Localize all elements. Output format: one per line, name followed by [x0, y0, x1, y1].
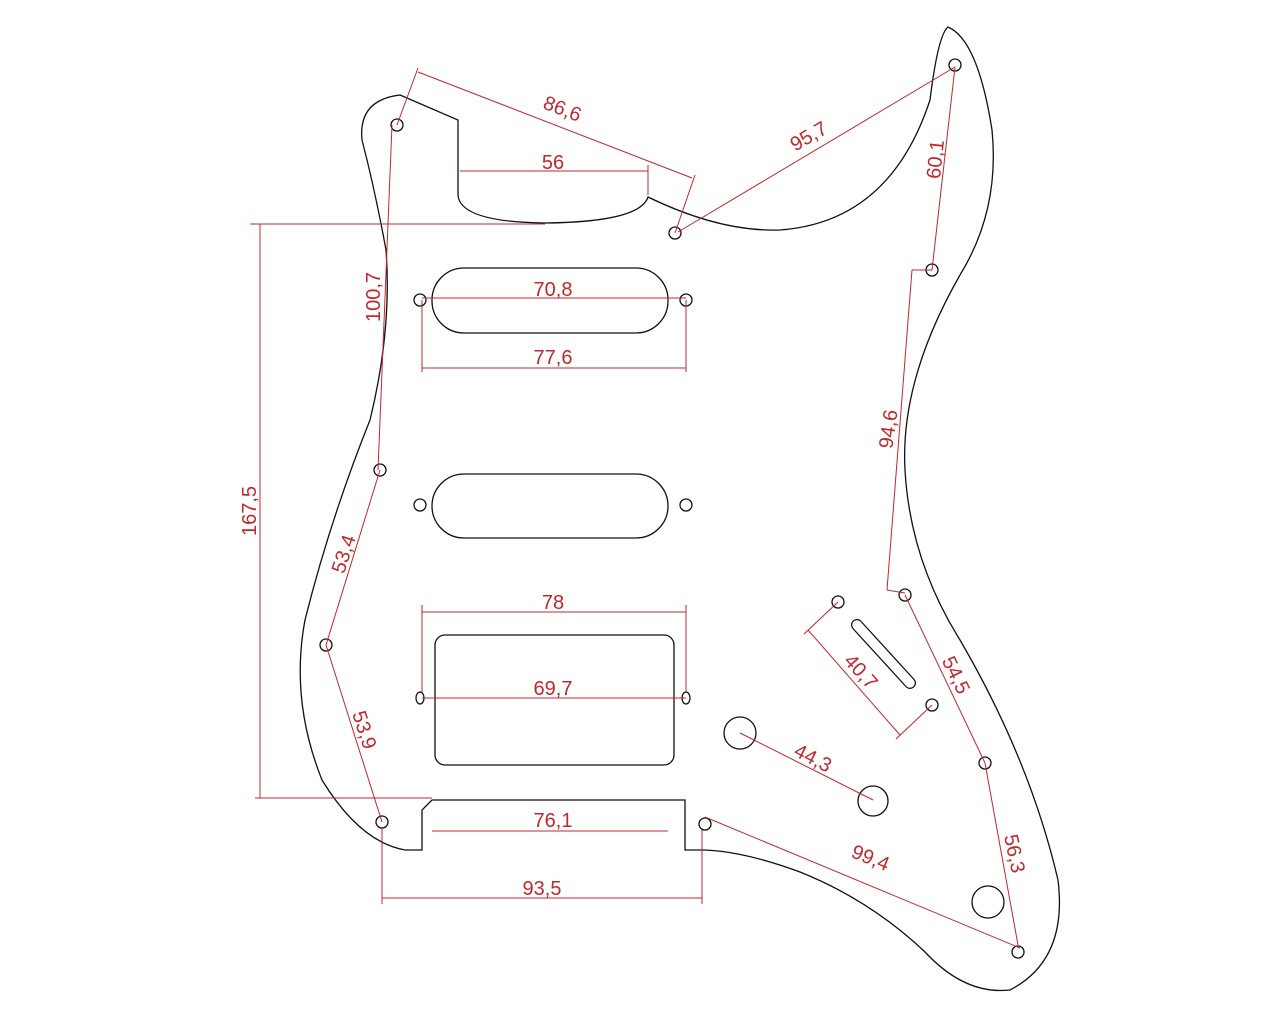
pickguard-outline: [299, 26, 1061, 992]
screw-hole: [898, 588, 912, 602]
screw-hole: [978, 756, 992, 770]
screw-hole: [925, 698, 939, 712]
neck-pickup-cutout: [431, 267, 669, 334]
screw-hole: [413, 498, 427, 512]
dim-label-95-7: 95,7: [787, 118, 832, 157]
dim-label-76-1: 76,1: [534, 810, 573, 832]
screw-hole: [413, 293, 427, 307]
screw-hole: [1011, 945, 1025, 959]
dim-label-53-4: 53,4: [328, 532, 361, 576]
screw-hole: [679, 498, 693, 512]
screw-hole: [373, 463, 387, 477]
screw-hole: [668, 226, 682, 240]
dim-label-93-5: 93,5: [523, 878, 562, 900]
dimension-lines: [250, 66, 1021, 949]
dim-label-44-3: 44,3: [790, 740, 835, 777]
volume-pot-hole: [723, 716, 757, 750]
humbucker-cutout: [434, 634, 675, 766]
dim-label-94-6: 94,6: [875, 408, 902, 450]
dim-label-70-8: 70,8: [534, 279, 573, 301]
screw-hole: [319, 638, 333, 652]
dim-label-60-1: 60,1: [923, 139, 949, 180]
dim-label-40-7: 40,7: [839, 650, 881, 694]
screw-hole: [390, 118, 404, 132]
jack-hole: [971, 885, 1005, 919]
dim-label-56-3: 56,3: [999, 832, 1029, 875]
dim-label-56: 56: [542, 152, 564, 174]
middle-pickup-cutout: [431, 473, 669, 539]
dim-label-99-4: 99,4: [848, 841, 892, 876]
dim-label-100-7: 100,7: [363, 272, 385, 322]
tone-pot-hole: [857, 785, 889, 817]
dim-label-167-5: 167,5: [239, 486, 261, 536]
screw-holes: [319, 58, 1025, 959]
dim-label-78: 78: [542, 592, 564, 614]
dim-label-54-5: 54,5: [937, 653, 974, 698]
screw-hole: [698, 817, 712, 831]
dim-label-69-7: 69,7: [534, 678, 573, 700]
switch-slot-inner: [852, 620, 915, 688]
screw-hole: [831, 595, 845, 609]
dim-label-77-6: 77,6: [534, 347, 573, 369]
dim-label-53-9: 53,9: [347, 708, 380, 752]
